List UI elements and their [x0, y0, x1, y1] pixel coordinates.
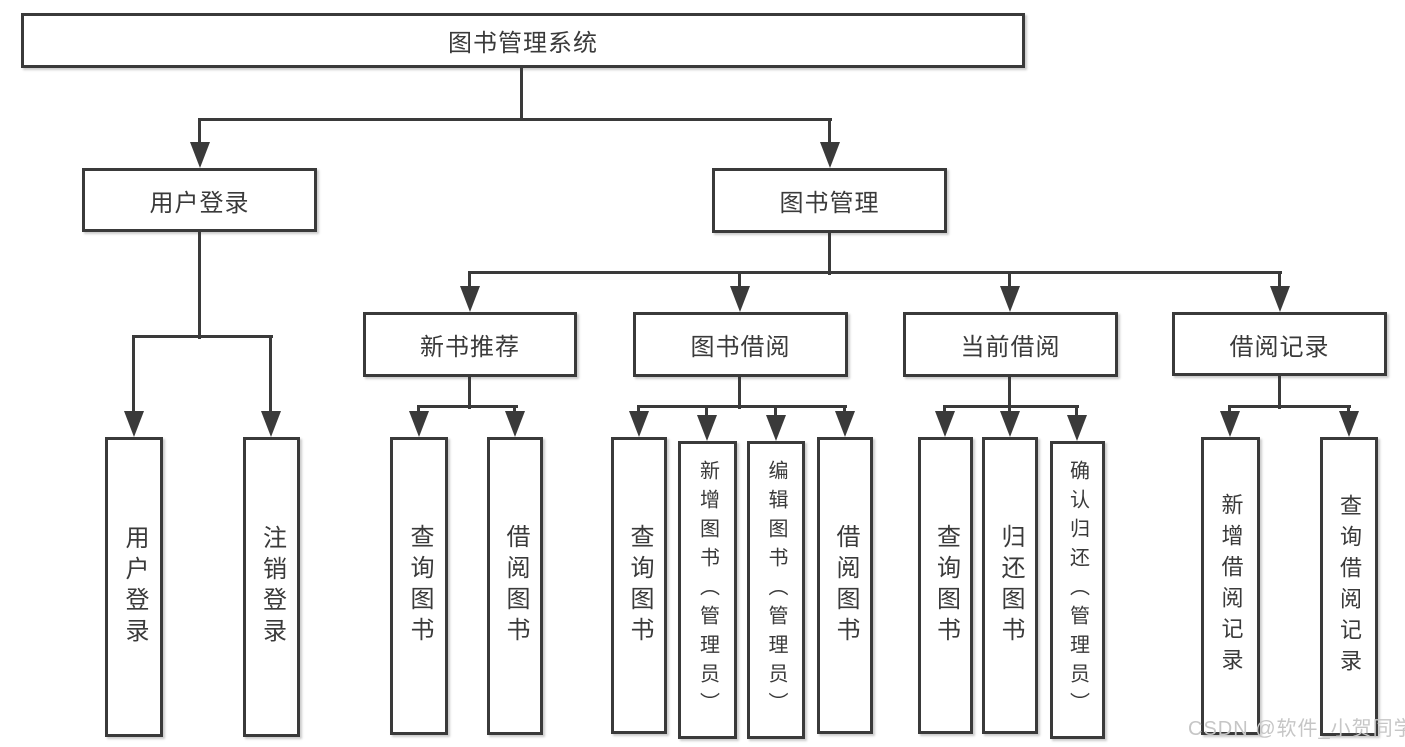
edge-shaft: [705, 407, 708, 419]
node-book-borrow: 图书借阅: [633, 312, 848, 377]
node-leaf-bor-add-book: 新增图书（管理员）: [678, 441, 737, 739]
edge-bookborrow-bar: [637, 405, 847, 408]
edge-currentborrow-bar: [943, 405, 1079, 408]
arrow-down-icon: [1220, 411, 1240, 437]
arrow-down-icon: [1000, 286, 1020, 312]
arrow-down-icon: [409, 411, 429, 437]
edge-borrowrecords-bar: [1228, 405, 1351, 408]
edge-currentborrow-shaft: [1008, 273, 1011, 291]
node-root-label: 图书管理系统: [448, 30, 598, 57]
node-leaf-bor-query-book-label: 查询图书: [626, 523, 653, 648]
node-current-borrow-label: 当前借阅: [960, 334, 1061, 361]
arrow-down-icon: [835, 411, 855, 437]
node-root: 图书管理系统: [21, 13, 1025, 68]
arrow-down-icon: [190, 142, 210, 168]
node-leaf-rec-query-book: 查询图书: [390, 437, 448, 735]
node-leaf-cur-query-book: 查询图书: [918, 437, 973, 734]
node-leaf-query-borrow-record-label: 查询借阅记录: [1337, 493, 1362, 680]
node-user-login: 用户登录: [82, 168, 317, 232]
edge-root-bar: [198, 118, 832, 121]
node-leaf-rec-borrow-book-label: 借阅图书: [502, 524, 529, 648]
node-leaf-logout-label: 注销登录: [258, 525, 286, 649]
node-leaf-cur-confirm-return-label: 确认归还（管理员）: [1066, 459, 1089, 721]
node-leaf-bor-add-book-label: 新增图书（管理员）: [696, 459, 719, 721]
edge-shaft: [1075, 407, 1078, 419]
node-leaf-bor-query-book: 查询图书: [611, 437, 667, 734]
node-borrow-records-label: 借阅记录: [1229, 333, 1330, 361]
edge-newbookrec-stem: [468, 375, 471, 409]
arrow-down-icon: [1067, 415, 1087, 441]
node-leaf-rec-query-book-label: 查询图书: [406, 524, 433, 648]
edge-newbookrec-bar: [417, 405, 518, 408]
node-leaf-bor-borrow-book-label: 借阅图书: [832, 523, 859, 648]
node-leaf-query-borrow-record: 查询借阅记录: [1320, 437, 1378, 736]
node-leaf-logout: 注销登录: [243, 437, 300, 737]
node-new-book-rec-label: 新书推荐: [420, 334, 520, 361]
edge-borrowrecords-stem2: [1278, 375, 1281, 409]
arrow-down-icon: [261, 411, 281, 437]
edge-root-bookmgmt-shaft: [828, 119, 831, 147]
csdn-watermark: CSDN @软件_小贺同学: [1188, 718, 1405, 740]
edge-logout-shaft: [269, 337, 272, 415]
edge-root-stem: [520, 66, 523, 121]
edge-userlogin-stem: [198, 230, 201, 339]
node-leaf-add-borrow-record-label: 新增借阅记录: [1218, 493, 1244, 679]
node-leaf-cur-confirm-return: 确认归还（管理员）: [1050, 441, 1105, 739]
edge-login-shaft: [132, 337, 135, 415]
arrow-down-icon: [730, 286, 750, 312]
edge-bookborrow-stem2: [738, 375, 741, 409]
node-user-login-label: 用户登录: [149, 189, 250, 217]
arrow-down-icon: [1270, 286, 1290, 312]
node-book-mgmt: 图书管理: [712, 168, 947, 233]
node-leaf-rec-borrow-book: 借阅图书: [487, 437, 543, 735]
node-leaf-bor-borrow-book: 借阅图书: [817, 437, 873, 734]
edge-bookmgmt-stem: [828, 231, 831, 275]
arrow-down-icon: [766, 415, 786, 441]
node-leaf-bor-edit-book-label: 编辑图书（管理员）: [765, 459, 787, 721]
arrow-down-icon: [820, 142, 840, 168]
edge-newbookrec-shaft: [468, 273, 471, 291]
node-leaf-cur-query-book-label: 查询图书: [932, 523, 960, 648]
edge-currentborrow-stem2: [1008, 375, 1011, 409]
arrow-down-icon: [935, 411, 955, 437]
arrow-down-icon: [460, 286, 480, 312]
arrow-down-icon: [505, 411, 525, 437]
edge-shaft: [774, 407, 777, 419]
arrow-down-icon: [697, 415, 717, 441]
arrow-down-icon: [629, 411, 649, 437]
edge-bookborrow-shaft: [738, 273, 741, 291]
node-leaf-user-login-label: 用户登录: [121, 525, 148, 649]
edge-userlogin-bar: [132, 335, 273, 338]
node-leaf-cur-return-book-label: 归还图书: [997, 523, 1024, 648]
node-current-borrow: 当前借阅: [903, 312, 1118, 377]
arrow-down-icon: [1339, 411, 1359, 437]
arrow-down-icon: [124, 411, 144, 437]
arrow-down-icon: [1000, 411, 1020, 437]
node-leaf-add-borrow-record: 新增借阅记录: [1201, 437, 1260, 735]
node-borrow-records: 借阅记录: [1172, 312, 1387, 376]
edge-root-userlogin-shaft: [198, 119, 201, 147]
node-leaf-bor-edit-book: 编辑图书（管理员）: [747, 441, 805, 739]
node-book-borrow-label: 图书借阅: [690, 334, 791, 361]
node-book-mgmt-label: 图书管理: [779, 190, 880, 217]
node-leaf-user-login: 用户登录: [105, 437, 163, 737]
node-leaf-cur-return-book: 归还图书: [982, 437, 1038, 734]
edge-borrowrecords-shaft: [1278, 273, 1281, 291]
edge-bookmgmt-bar: [468, 271, 1282, 274]
node-new-book-rec: 新书推荐: [363, 312, 577, 377]
